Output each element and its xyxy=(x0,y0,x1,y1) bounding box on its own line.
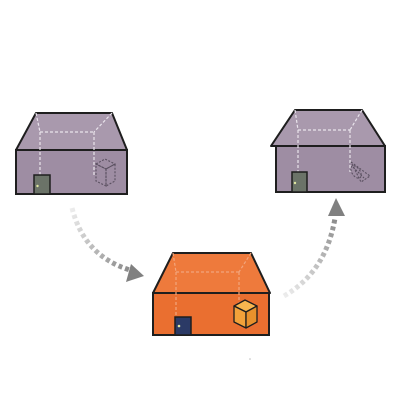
house-center-inner-edges xyxy=(172,252,252,318)
stray-dot xyxy=(249,358,251,360)
door-knob xyxy=(36,184,39,188)
dashed-cube-icon xyxy=(94,158,117,187)
arrow-shaft xyxy=(282,217,338,299)
house-right-roof xyxy=(270,109,386,147)
house-center-roof xyxy=(152,252,271,294)
arrowhead-icon xyxy=(126,264,144,282)
arrowhead-icon xyxy=(328,198,345,216)
dashed-cone-icon xyxy=(350,161,371,183)
solid-cube-icon xyxy=(233,299,258,329)
house-right-inner-edges xyxy=(294,109,363,172)
arrow-shaft xyxy=(69,207,131,273)
house-center xyxy=(152,252,271,336)
house-right-door xyxy=(291,171,308,193)
house-left xyxy=(15,112,128,195)
door-knob xyxy=(177,324,181,328)
door-knob xyxy=(293,181,297,185)
house-left-wall xyxy=(15,149,128,195)
arrow-center-to-right xyxy=(282,198,345,299)
house-center-door xyxy=(174,316,192,336)
arrow-left-to-center xyxy=(69,207,144,282)
house-right xyxy=(270,109,386,193)
house-left-inner-edges xyxy=(35,112,113,176)
house-left-door xyxy=(33,174,51,195)
